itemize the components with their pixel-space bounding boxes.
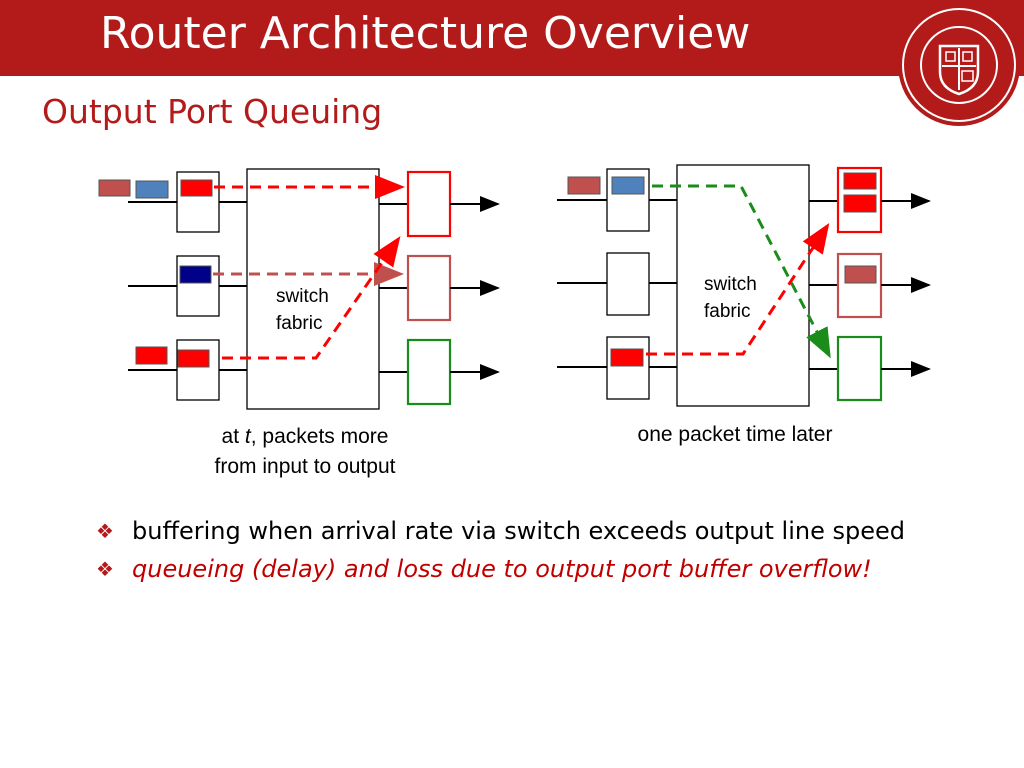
bullet-text-1: buffering when arrival rate via switch e… (132, 517, 905, 545)
title-bar: Router Architecture Overview (0, 0, 1024, 76)
output-port-2 (406, 254, 452, 322)
packet-queued-rose (567, 176, 601, 195)
seal-book-icon (945, 51, 956, 62)
seal-ring (902, 8, 1016, 122)
packet-in-port-3 (177, 349, 210, 368)
packet-queued-red (135, 346, 168, 365)
packet-in-port-1 (180, 179, 213, 197)
seal-building-icon (961, 70, 974, 82)
output-port-3 (836, 335, 883, 402)
fabric-label-line2: fabric (704, 301, 750, 322)
input-port-3 (176, 339, 220, 401)
packet-in-port-1 (611, 176, 645, 195)
packet-in-port-3 (610, 348, 644, 367)
fabric-label-line1: switch (276, 286, 329, 307)
switch-fabric (246, 168, 380, 410)
fabric-label-line1: switch (704, 274, 757, 295)
slide-title: Router Architecture Overview (100, 8, 751, 59)
packet-queued-rose (98, 179, 131, 197)
seal-inner-ring (920, 26, 998, 104)
caption-line1-rest: , packets more (250, 425, 389, 448)
diamond-bullet-icon: ❖ (96, 557, 114, 581)
output-port-3 (406, 338, 452, 406)
bullet-item-1: ❖ buffering when arrival rate via switch… (96, 512, 996, 550)
output-port-2 (836, 252, 883, 319)
caption-prefix: at (221, 425, 245, 448)
input-port-3 (606, 336, 650, 400)
diamond-bullet-icon: ❖ (96, 519, 114, 543)
bullet-item-2: ❖ queueing (delay) and loss due to outpu… (96, 550, 996, 588)
fabric-label-line2: fabric (276, 313, 322, 334)
output-port-queuing-diagram: switch fabric switch fabric (98, 164, 931, 410)
slide-subtitle: Output Port Queuing (42, 92, 383, 131)
left-caption: at t, packets more from input to output (180, 422, 430, 482)
bullet-list: ❖ buffering when arrival rate via switch… (96, 512, 996, 588)
input-port-2 (176, 255, 220, 317)
packet-in-port-2 (179, 265, 212, 284)
cornell-seal-logo (898, 4, 1020, 126)
left-caption-line1: at t, packets more (180, 422, 430, 452)
right-router: switch fabric (557, 164, 931, 407)
seal-book-icon-2 (962, 51, 973, 62)
packet-output-queue-1 (843, 172, 877, 190)
input-port-2 (606, 252, 650, 316)
packet-output-queue-2 (843, 194, 877, 213)
switch-fabric (676, 164, 810, 407)
path-port3-to-out1 (222, 236, 401, 360)
caption-time-variable: t (244, 425, 251, 448)
bullet-text-2: queueing (delay) and loss due to output … (132, 555, 872, 583)
path-port3-to-out1 (646, 222, 830, 356)
output-port-1 (406, 170, 452, 238)
packet-output-queue-3 (844, 265, 877, 284)
left-caption-line2: from input to output (214, 455, 396, 478)
packet-queued-blue (135, 180, 169, 199)
right-caption: one packet time later (637, 423, 833, 446)
seal-shield-icon (938, 44, 980, 96)
left-router: switch fabric (98, 168, 500, 410)
